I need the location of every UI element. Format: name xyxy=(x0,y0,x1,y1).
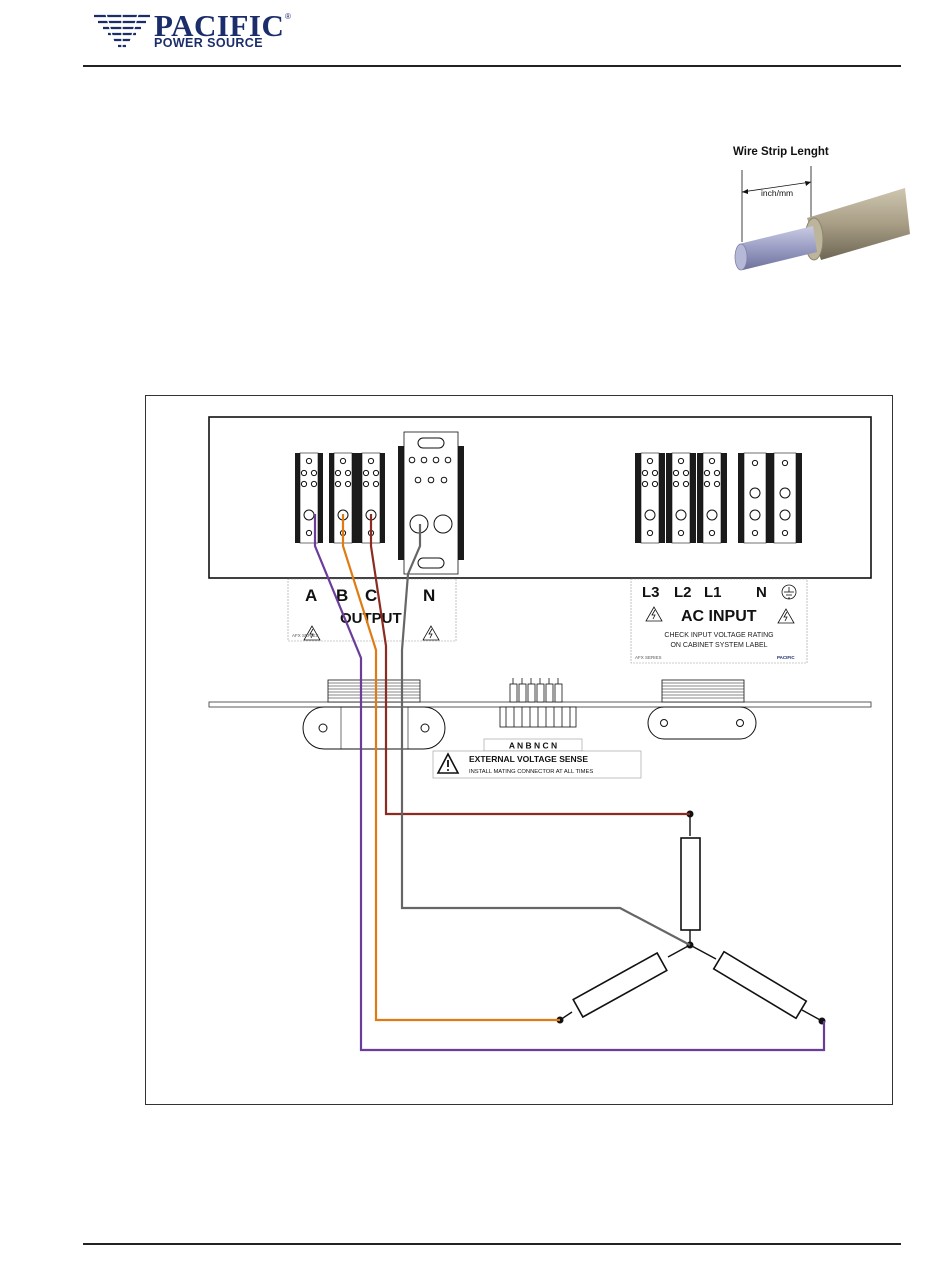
footer-divider xyxy=(83,1243,901,1245)
load-resistor xyxy=(573,953,667,1017)
input-terminal-blocks xyxy=(635,453,802,543)
wire-strip-title: Wire Strip Lenght xyxy=(733,146,829,158)
input-note-line2: ON CABINET SYSTEM LABEL xyxy=(670,642,767,649)
wiring-diagram-frame: A B C N OUTPUT AFX SERIES L3 L2 L1 N AC … xyxy=(145,395,893,1105)
input-phase-n: N xyxy=(756,584,767,601)
output-phase-a: A xyxy=(305,586,317,605)
wiring-diagram: A B C N OUTPUT AFX SERIES L3 L2 L1 N AC … xyxy=(146,396,894,1106)
output-label-plate: A B C N OUTPUT AFX SERIES xyxy=(288,579,456,641)
pacific-logo: PACIFIC ® POWER SOURCE xyxy=(92,12,292,52)
sense-pin-labels: A N B N C N xyxy=(509,741,557,751)
output-phase-c: C xyxy=(365,586,377,605)
neutral-terminal-block xyxy=(398,432,464,574)
sense-warning-title: EXTERNAL VOLTAGE SENSE xyxy=(469,754,588,764)
input-phase-l2: L2 xyxy=(674,584,692,601)
sense-warning-text: INSTALL MATING CONNECTOR AT ALL TIMES xyxy=(469,769,593,775)
input-label-plate: L3 L2 L1 N AC INPUT CHECK INPUT VOLTAGE … xyxy=(631,579,807,663)
input-brand-tag: PACIFIC xyxy=(777,655,795,660)
brand-subtitle: POWER SOURCE xyxy=(154,36,263,50)
input-phase-l1: L1 xyxy=(704,584,722,601)
output-cable-gland xyxy=(303,680,445,749)
registered-mark: ® xyxy=(285,12,291,21)
output-title: OUTPUT xyxy=(340,610,402,627)
output-phase-n: N xyxy=(423,586,435,605)
input-title: AC INPUT xyxy=(681,608,757,625)
chassis-plate xyxy=(209,702,871,707)
logo-mark-icon xyxy=(92,12,152,52)
sense-connector: A N B N C N EXTERNAL VOLTAGE SENSE INSTA… xyxy=(433,678,641,778)
input-series-tag: AFX SERIES xyxy=(635,655,662,660)
strip-dimension-label: inch/mm xyxy=(761,188,793,198)
output-series-tag: AFX SERIES xyxy=(292,633,319,638)
wye-load xyxy=(557,811,826,1025)
input-cable-gland xyxy=(648,680,756,739)
input-note-line1: CHECK INPUT VOLTAGE RATING xyxy=(664,632,773,639)
header-divider xyxy=(83,65,901,67)
load-resistor xyxy=(681,838,700,930)
wire-strip-illustration: inch/mm xyxy=(725,160,910,285)
load-resistor xyxy=(714,952,807,1019)
input-phase-l3: L3 xyxy=(642,584,660,601)
